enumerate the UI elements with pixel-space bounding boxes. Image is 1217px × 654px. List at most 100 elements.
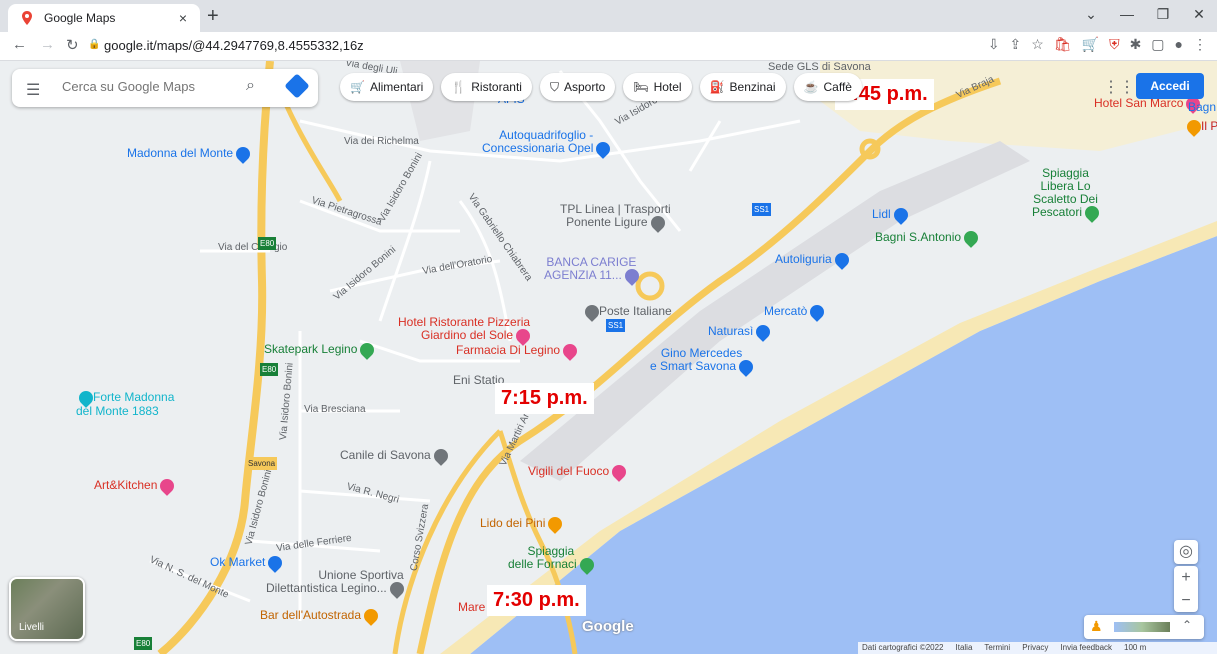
map-canvas[interactable]: Madonna del Monte AFIS Sede GLS di Savon… (0, 61, 1217, 654)
poi-ok-market[interactable]: Ok Market (210, 553, 286, 573)
install-icon[interactable]: ⇩ (987, 36, 1000, 52)
takeout-icon: ⛉ (549, 79, 559, 94)
poi-mercato[interactable]: Mercatò (764, 302, 828, 322)
maximize-button[interactable]: ❐ (1156, 6, 1170, 22)
poi-spiaggia-fornaci[interactable]: Spiaggia delle Fornaci (508, 544, 597, 575)
poi-vigili-del-fuoco[interactable]: Vigili del Fuoco (528, 462, 630, 482)
hotel-bed-icon (157, 476, 178, 496)
poi-autoliguria[interactable]: Autoliguria (775, 250, 852, 270)
chip-caffe[interactable]: ☕Caffè (793, 73, 862, 101)
my-location-icon[interactable]: ◎ (1174, 540, 1198, 564)
footer-link-feedback[interactable]: Invia feedback (1060, 643, 1113, 652)
search-icon[interactable]: ⌕ (246, 77, 255, 94)
tab-title: Google Maps (44, 11, 116, 25)
street-via-bresciana: Via Bresciana (304, 404, 366, 415)
market-icon (807, 302, 828, 322)
poi-sede-gls[interactable]: Sede GLS di Savona (768, 61, 871, 73)
minimize-button[interactable]: — (1120, 6, 1134, 22)
footer-link-termini[interactable]: Termini (984, 643, 1011, 652)
road-shield: Savona (246, 457, 278, 470)
poi-lidl[interactable]: Lidl (872, 205, 911, 225)
hamburger-menu-icon[interactable]: ☰ (26, 82, 41, 99)
chip-benzinai[interactable]: ⛽Benzinai (699, 73, 786, 101)
poi-forte-madonna[interactable]: Forte Madonna del Monte 1883 (76, 388, 174, 418)
imagery-thumbnails[interactable] (1114, 622, 1170, 632)
kebab-menu-icon[interactable]: ⋮ (1193, 36, 1207, 52)
poi-autoquadrifoglio[interactable]: Autoquadrifoglio - Concessionaria Opel (482, 128, 614, 159)
poi-tpl-linea[interactable]: TPL Linea | Trasporti Ponente Ligure (560, 202, 671, 233)
search-box: ☰ ⌕ (12, 69, 318, 107)
close-window-button[interactable]: ✕ (1193, 6, 1205, 22)
reload-icon[interactable]: ↻ (66, 37, 79, 54)
extension-shield-icon[interactable]: ⛨ (1109, 36, 1120, 52)
directions-icon[interactable] (284, 73, 310, 99)
restaurant-icon: 🍴 (451, 80, 467, 94)
bank-icon (621, 266, 642, 286)
poi-unione-sportiva[interactable]: Unione Sportiva Dilettantistica Legino..… (266, 568, 407, 599)
rail-yard (520, 141, 1030, 481)
tab-search-icon[interactable]: ⌄ (1085, 6, 1097, 22)
extension-cart-icon[interactable]: 🛒 (1081, 36, 1100, 52)
poi-mare[interactable]: Mare (458, 600, 486, 614)
bookmark-star-icon[interactable]: ☆ (1031, 36, 1044, 52)
chip-asporto[interactable]: ⛉Asporto (539, 73, 616, 101)
sign-in-button[interactable]: Accedi (1136, 73, 1204, 99)
extensions-area: ⇩ ⇪ ☆ 🛍 🛒 ⛨ ✱ ▢ ● ⋮ (988, 36, 1207, 53)
location-pin-icon (647, 213, 668, 233)
poi-il-p[interactable]: Il P (1184, 117, 1217, 137)
address-bar[interactable]: google.it/maps/@44.2947769,8.4555332,16z (104, 38, 364, 53)
new-tab-button[interactable]: + (207, 5, 219, 27)
poi-madonna-del-monte[interactable]: Madonna del Monte (127, 144, 253, 164)
chip-hotel[interactable]: 🛏Hotel (623, 73, 692, 101)
sidepanel-icon[interactable]: ▢ (1151, 36, 1165, 52)
expand-icon[interactable]: ⌃ (1182, 618, 1193, 632)
layers-button[interactable]: Livelli (9, 577, 85, 641)
poi-skatepark[interactable]: Skatepark Legino (264, 340, 378, 360)
hotel-icon: 🛏 (633, 80, 649, 94)
local-streets (149, 70, 801, 621)
poi-banca-carige[interactable]: BANCA CARIGE AGENZIA 11... (544, 255, 642, 286)
poi-farmacia[interactable]: Farmacia Di Legino (456, 341, 580, 361)
browser-tab[interactable]: Google Maps × (8, 4, 200, 32)
animal-shelter-icon (430, 446, 451, 466)
street-via-richelma: Via dei Richelma (344, 136, 419, 147)
lock-icon[interactable]: 🔒 (88, 39, 101, 50)
footer-link-privacy[interactable]: Privacy (1022, 643, 1049, 652)
back-arrow-icon[interactable]: ← (12, 36, 27, 53)
poi-canile[interactable]: Canile di Savona (340, 446, 451, 466)
road-ss1 (416, 77, 1002, 654)
poi-lido-dei-pini[interactable]: Lido dei Pini (480, 514, 566, 534)
poi-art-kitchen[interactable]: Art&Kitchen (94, 476, 178, 496)
share-icon[interactable]: ⇪ (1009, 36, 1022, 52)
profile-icon[interactable]: ● (1174, 36, 1183, 52)
zoom-in-button[interactable]: + (1181, 569, 1191, 586)
browser-tab-bar: Google Maps × + ⌄ — ❐ ✕ (0, 0, 1217, 32)
poi-spiaggia-libera[interactable]: Spiaggia Libera Lo Scaletto Dei Pescator… (1032, 166, 1102, 223)
forward-arrow-icon[interactable]: → (40, 36, 55, 53)
pegman-icon[interactable]: ♟ (1090, 618, 1103, 634)
chip-alimentari[interactable]: 🛒Alimentari (340, 73, 434, 101)
tab-close-icon[interactable]: × (178, 10, 188, 26)
poi-bagni-s-antonio[interactable]: Bagni S.Antonio (875, 228, 981, 248)
poi-hotel-san-marco[interactable]: Hotel San Marco (1094, 94, 1204, 114)
street-via-del-collegio: Via del Collegio (218, 242, 288, 253)
google-logo: Google (582, 618, 634, 635)
poi-bar-autostrada[interactable]: Bar dell'Autostrada (260, 606, 381, 626)
beach-icon (1082, 203, 1102, 223)
chip-ristoranti[interactable]: 🍴Ristoranti (441, 73, 532, 101)
road-shield: SS1 (606, 319, 626, 332)
poi-gino-mercedes[interactable]: Gino Mercedes e Smart Savona (650, 346, 756, 377)
puzzle-icon[interactable]: ✱ (1129, 36, 1142, 52)
gas-station-icon: ⛽ (709, 80, 725, 94)
zoom-out-button[interactable]: − (1181, 592, 1191, 609)
poi-poste-italiane[interactable]: Poste Italiane (582, 302, 672, 322)
search-input[interactable] (60, 78, 244, 95)
poi-hotel-ristorante[interactable]: Hotel Ristorante Pizzeria Giardino del S… (398, 315, 533, 346)
footer-link-italia[interactable]: Italia (955, 643, 973, 652)
scale-label[interactable]: 100 m (1124, 643, 1147, 652)
roundabout (635, 271, 665, 301)
extension-bag-icon[interactable]: 🛍 (1053, 36, 1072, 52)
poi-naturasi[interactable]: Naturasì (708, 322, 774, 342)
poi-bagn[interactable]: Bagn (1188, 100, 1217, 114)
poi-eni-station[interactable]: Eni Statio (453, 373, 505, 387)
